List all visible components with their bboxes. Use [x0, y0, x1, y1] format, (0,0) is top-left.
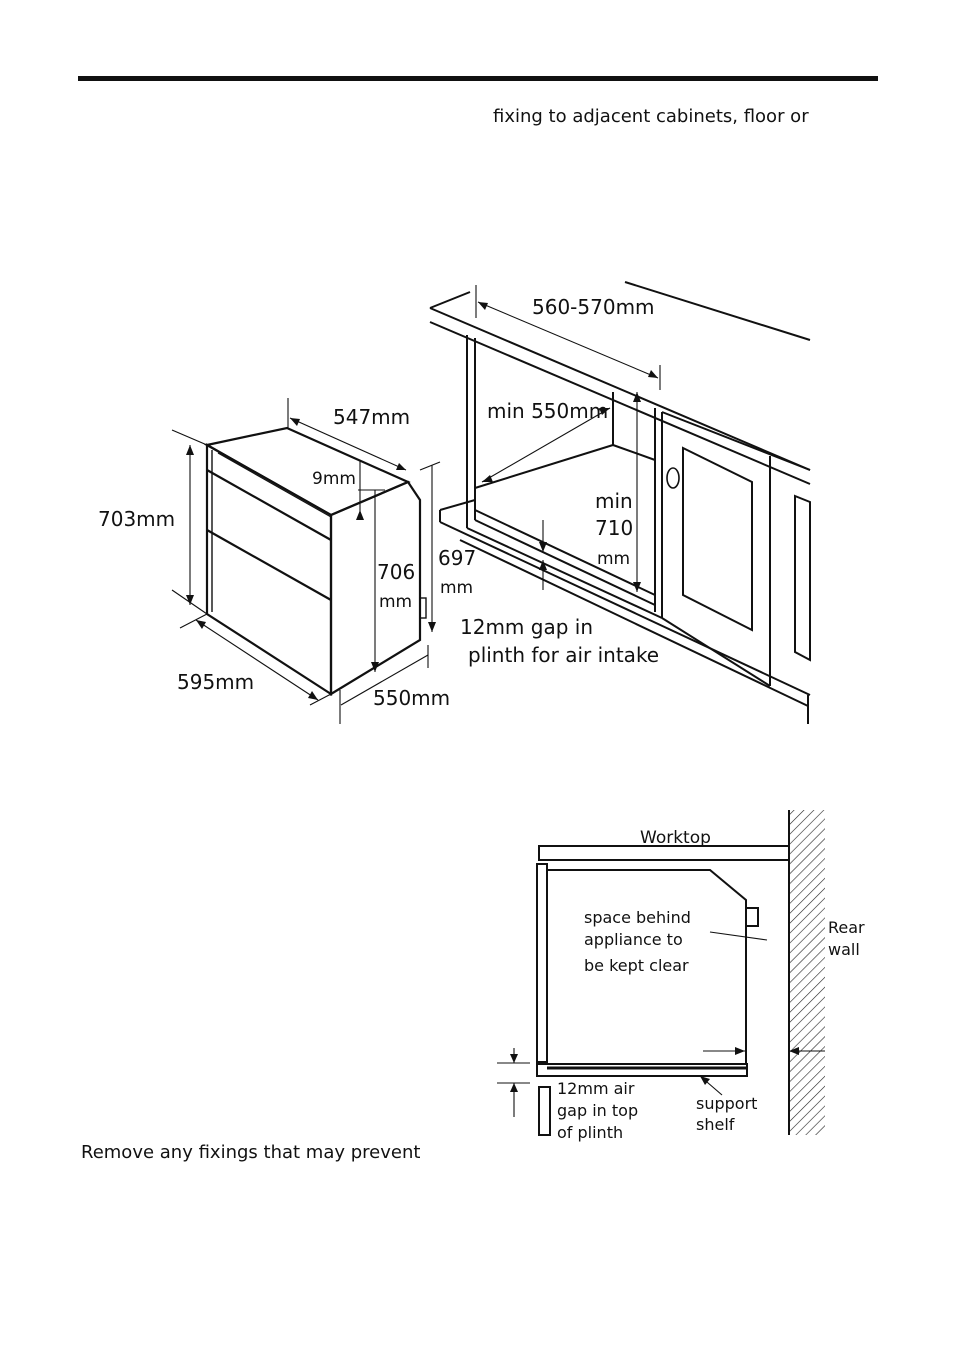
space-note-line2: appliance to	[584, 930, 683, 949]
dim-depth-base-label: 550mm	[373, 686, 450, 710]
oven-side-face	[329, 480, 422, 696]
oven-dimension-labels: 547mm 9mm 703mm 706 mm 697 mm 595mm 550m…	[98, 405, 476, 710]
dim-min-height-label: min	[595, 489, 633, 513]
side-section-diagram	[497, 810, 825, 1136]
dim-gap-label: 9mm	[312, 469, 356, 489]
rear-wall-line2: wall	[828, 940, 860, 959]
dim-opening-label: 560-570mm	[532, 295, 655, 319]
dim-width-label: 547mm	[333, 405, 410, 429]
adjacent-door-window	[682, 446, 753, 632]
side-section-labels: Worktop space behind appliance to be kep…	[557, 828, 865, 1142]
worktop-label: Worktop	[640, 828, 711, 848]
body-text-top: fixing to adjacent cabinets, floor or	[493, 106, 809, 127]
air-gap-line1: 12mm air	[557, 1079, 635, 1098]
dim-front-width-label: 595mm	[177, 670, 254, 694]
oven-body	[546, 869, 747, 1065]
plinth-gap-line1: 12mm gap in	[460, 615, 593, 639]
oven-dimension-diagram	[171, 398, 441, 724]
dim-height-inner-unit: mm	[379, 592, 412, 612]
dim-depth-unit: mm	[440, 578, 473, 598]
plinth-gap-line2: plinth for air intake	[468, 643, 659, 667]
dim-min-depth-label: min 550mm	[487, 399, 608, 423]
cabinet-opening-diagram	[429, 281, 811, 724]
dim-min-height-value: 710	[595, 516, 633, 540]
dim-min-height-unit: mm	[597, 549, 630, 569]
air-gap-line3: of plinth	[557, 1123, 623, 1142]
support-shelf	[536, 1063, 748, 1077]
oven-top-face	[203, 426, 411, 517]
rear-wall-line1: Rear	[828, 918, 865, 937]
air-gap-line2: gap in top	[557, 1101, 638, 1120]
header-rule	[78, 76, 878, 81]
dim-depth-value: 697	[438, 546, 476, 570]
space-note-line1: space behind	[584, 908, 691, 927]
worktop-slab	[538, 845, 790, 861]
space-note-line3: be kept clear	[584, 956, 689, 975]
plinth-top	[538, 1086, 551, 1136]
support-shelf-line1: support	[696, 1094, 757, 1113]
oven-door-panel	[536, 863, 548, 1063]
dim-height-outer-label: 703mm	[98, 507, 175, 531]
dim-height-inner-value: 706	[377, 560, 415, 584]
rear-wall-hatch	[789, 810, 825, 1135]
support-shelf-line2: shelf	[696, 1115, 735, 1134]
cabinet-opening-labels: 560-570mm min 550mm min 710 mm 12mm gap …	[460, 295, 659, 667]
body-text-bottom: Remove any fixings that may prevent	[81, 1142, 421, 1163]
